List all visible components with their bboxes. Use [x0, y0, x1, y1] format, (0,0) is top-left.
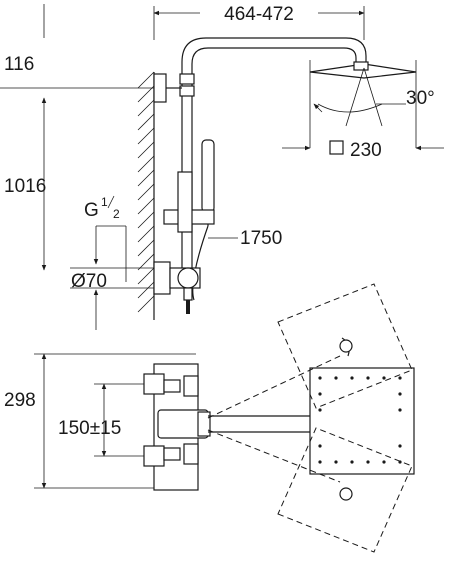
- dim-head-size: 230: [350, 140, 382, 161]
- dim-mount-height: 298: [4, 390, 36, 411]
- dim-thread-num: 1: [101, 195, 108, 209]
- dimension-arm-reach: 464-472: [153, 4, 365, 40]
- riser-rail: [177, 171, 193, 233]
- dim-spacing: 150±15: [58, 418, 121, 439]
- dimension-height: 1016: [4, 97, 46, 271]
- dimension-thread: G 1 2: [84, 195, 127, 282]
- dimension-hose: 1750: [208, 228, 282, 249]
- dim-thread: G: [84, 200, 99, 221]
- mixer-top: [153, 261, 201, 314]
- rotation-envelope: [207, 283, 413, 553]
- dim-top-offset: 116: [4, 54, 34, 75]
- dim-height: 1016: [4, 176, 46, 197]
- dimension-head-size: 230: [282, 60, 444, 161]
- dimension-spacing: 150±15: [58, 383, 156, 457]
- dim-diameter: Ø70: [71, 271, 107, 292]
- wall-hatching: [137, 71, 155, 320]
- overhead-plate-front: [309, 367, 415, 475]
- dimension-top-offset: 116: [0, 4, 154, 89]
- dim-arm-reach: 464-472: [224, 4, 294, 25]
- mixer-front: [143, 363, 211, 491]
- dim-angle: 30°: [406, 88, 435, 109]
- dimension-angle: 30°: [313, 67, 435, 127]
- dim-thread-den: 2: [113, 207, 120, 221]
- wall-bracket-top: [153, 73, 167, 103]
- dim-hose: 1750: [240, 228, 282, 249]
- dimension-diameter: Ø70: [70, 267, 154, 330]
